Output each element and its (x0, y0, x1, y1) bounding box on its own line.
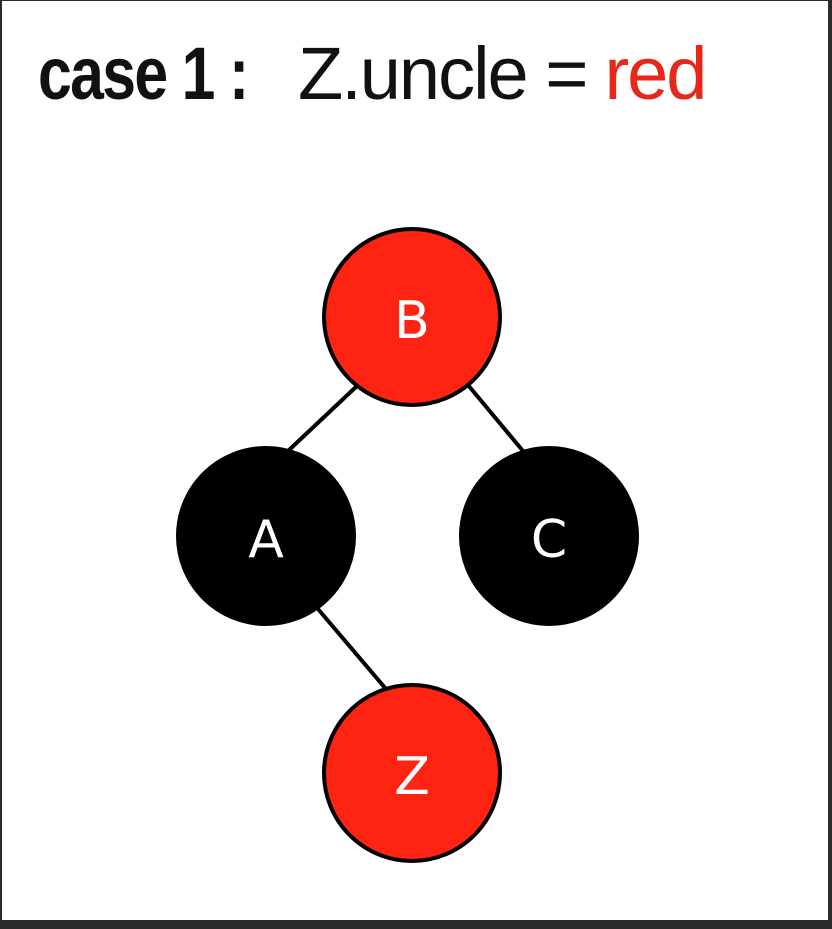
node-C-label: C (531, 510, 567, 570)
node-Z: Z (322, 683, 502, 863)
node-C-circle (459, 446, 639, 626)
edge-A-Z (316, 607, 388, 691)
slide-title: case 1 : Z.uncle = red (38, 19, 707, 129)
node-Z-circle (322, 683, 502, 863)
node-B-label: B (394, 291, 430, 351)
edge-B-A (286, 383, 360, 453)
node-A-label: A (248, 510, 284, 570)
edge-B-C (466, 383, 525, 453)
tree-nodes: B A C Z (176, 227, 639, 863)
tree-edges (286, 383, 525, 691)
node-C: C (459, 446, 639, 626)
title-condition: Z.uncle = (298, 32, 588, 115)
node-A-circle (176, 446, 356, 626)
title-accent: red (604, 32, 707, 115)
title-case-label: case 1 : (38, 32, 249, 115)
node-Z-label: Z (394, 747, 430, 807)
node-A: A (176, 446, 356, 626)
node-B-circle (322, 227, 502, 407)
node-B: B (322, 227, 502, 407)
